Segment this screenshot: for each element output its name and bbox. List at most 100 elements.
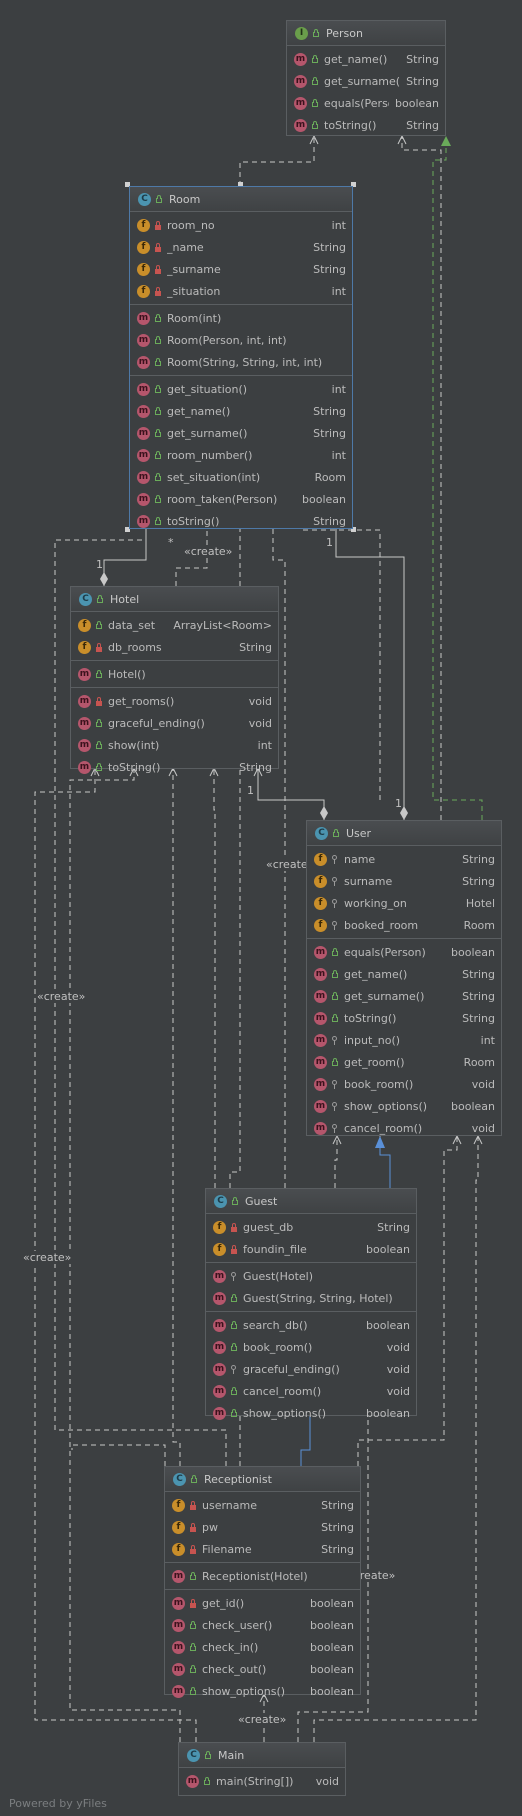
method-icon: m (137, 311, 150, 325)
class-hotel-header[interactable]: C Hotel (71, 587, 278, 612)
member-name: check_user() (202, 1618, 273, 1632)
class-main-header[interactable]: C Main (179, 1743, 345, 1768)
member-type: String (313, 240, 346, 254)
class-room-header[interactable]: C Room (130, 187, 352, 212)
edge-guest-create-room (229, 520, 241, 1188)
method-icon: m (137, 426, 150, 440)
method-icon: m (78, 760, 91, 774)
protected-icon (331, 854, 339, 864)
public-icon (230, 1320, 238, 1330)
edge-main-user (313, 1136, 479, 1742)
edge-user-room-assoc (335, 520, 405, 820)
member-name: _name (167, 240, 204, 254)
member-type: String (239, 760, 272, 774)
member-type: void (386, 1384, 410, 1398)
class-receptionist-header[interactable]: C Receptionist (165, 1467, 360, 1492)
edge-hotel-create-room (175, 520, 208, 586)
member-type: void (386, 1340, 410, 1354)
member-type: String (313, 404, 346, 418)
abstract-method-icon: m (294, 118, 307, 132)
member-name: get_name() (324, 52, 388, 66)
class-user-header[interactable]: C User (307, 821, 501, 846)
member-name: data_set (108, 618, 156, 632)
private-icon (189, 1598, 197, 1608)
diamond-user-hotel (320, 806, 328, 820)
class-guest-header[interactable]: C Guest (206, 1189, 416, 1214)
public-icon (95, 718, 103, 728)
member-name: name (344, 852, 376, 866)
class-person-header[interactable]: I Person (287, 21, 445, 46)
member-type: String (462, 874, 495, 888)
method-icon: m (213, 1362, 226, 1376)
edge-guest-user (334, 1136, 338, 1188)
member-type: String (239, 640, 272, 654)
